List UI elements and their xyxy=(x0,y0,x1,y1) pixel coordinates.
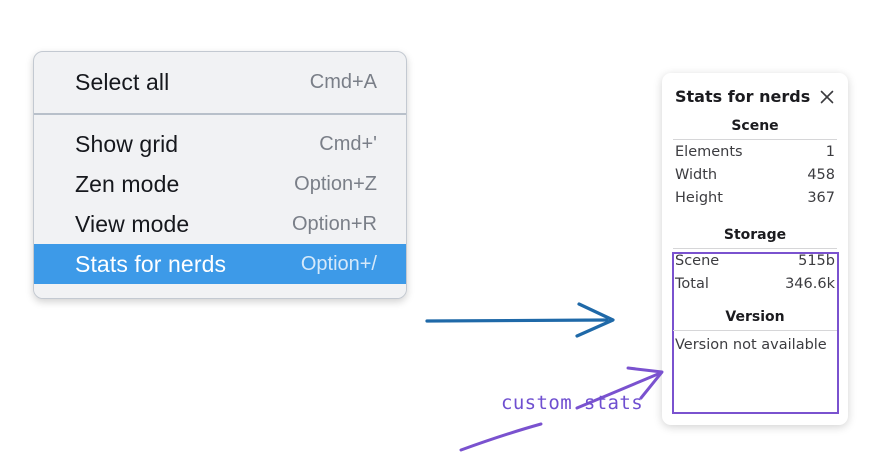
stats-row-key: Height xyxy=(675,190,723,206)
stats-section-version: Version Version not available xyxy=(662,303,848,357)
stats-row-value: 515b xyxy=(798,253,835,269)
close-icon[interactable] xyxy=(819,89,835,105)
menu-group-1: Select all Cmd+A xyxy=(34,52,406,113)
context-menu: Select all Cmd+A Show grid Cmd+' Zen mod… xyxy=(33,51,407,299)
stats-section-title: Storage xyxy=(723,227,787,243)
menu-item-label: Stats for nerds xyxy=(75,250,227,277)
stats-row-value: 346.6k xyxy=(785,276,835,292)
menu-item-show-grid[interactable]: Show grid Cmd+' xyxy=(34,124,406,164)
menu-item-label: Zen mode xyxy=(75,170,180,197)
stats-row: Elements 1 xyxy=(662,140,848,163)
stats-row: Height 367 xyxy=(662,186,848,209)
custom-stats-handwritten-label: custom stats xyxy=(501,392,644,414)
menu-item-view-mode[interactable]: View mode Option+R xyxy=(34,204,406,244)
stats-row-key: Elements xyxy=(675,144,743,160)
stats-row-value: 458 xyxy=(807,167,835,183)
stats-section-rule xyxy=(673,330,837,331)
stats-row-key: Scene xyxy=(675,253,720,269)
menu-item-label: View mode xyxy=(75,210,190,237)
stats-section-title: Scene xyxy=(731,118,779,134)
menu-item-shortcut: Cmd+' xyxy=(319,132,377,155)
stats-row-key: Width xyxy=(675,167,718,183)
menu-item-select-all[interactable]: Select all Cmd+A xyxy=(34,62,406,102)
stats-row-key: Total xyxy=(675,276,709,292)
stats-section-rule xyxy=(673,248,837,249)
stats-row: Scene 515b xyxy=(662,249,848,272)
menu-item-label: Select all xyxy=(75,68,170,95)
stats-row-value: 1 xyxy=(825,144,835,160)
menu-item-label: Show grid xyxy=(75,130,179,157)
stats-section-scene: Scene Elements 1 Width 458 Height 367 xyxy=(662,112,848,209)
menu-divider xyxy=(34,113,406,115)
stats-row: Total 346.6k xyxy=(662,272,848,295)
stats-row: Width 458 xyxy=(662,163,848,186)
stats-panel-title: Stats for nerds xyxy=(675,87,811,106)
menu-item-shortcut: Option+R xyxy=(291,212,377,235)
stats-section-rule xyxy=(673,139,837,140)
blue-arrow-annotation xyxy=(425,302,615,338)
menu-item-shortcut: Option+Z xyxy=(294,172,377,195)
version-not-available-text: Version not available xyxy=(675,337,827,353)
menu-group-2: Show grid Cmd+' Zen mode Option+Z View m… xyxy=(34,115,406,284)
stats-row-value: 367 xyxy=(807,190,835,206)
stats-panel-header: Stats for nerds xyxy=(662,73,848,112)
menu-item-zen-mode[interactable]: Zen mode Option+Z xyxy=(34,164,406,204)
stats-section-title: Version xyxy=(725,309,785,325)
menu-item-shortcut: Option+/ xyxy=(300,252,377,275)
menu-item-stats-for-nerds[interactable]: Stats for nerds Option+/ xyxy=(34,244,406,284)
menu-footer-spacer xyxy=(34,284,406,298)
stats-for-nerds-panel: Stats for nerds Scene Elements 1 Width 4… xyxy=(662,73,848,425)
menu-item-shortcut: Cmd+A xyxy=(309,70,377,93)
stats-section-storage: Storage Scene 515b Total 346.6k xyxy=(662,221,848,295)
